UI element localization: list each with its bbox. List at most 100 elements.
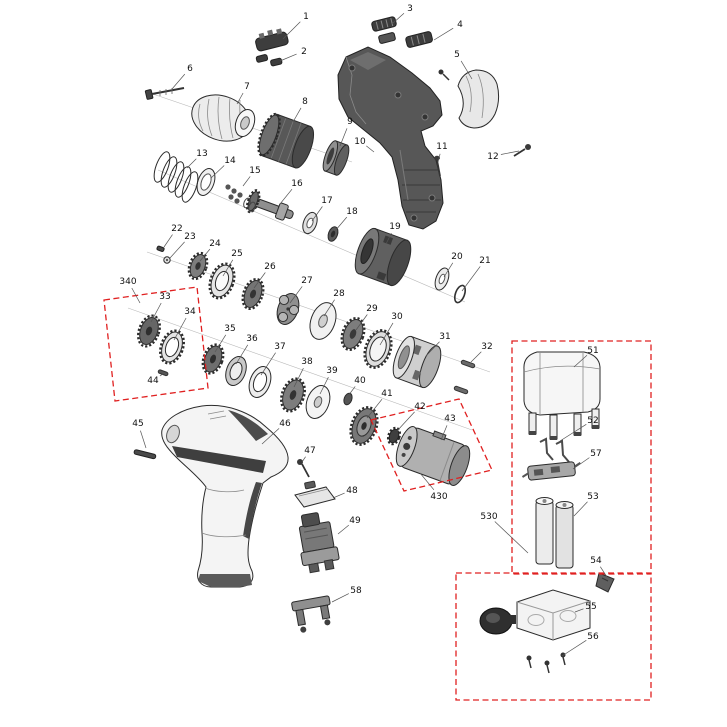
part-label-12: 12: [487, 152, 498, 162]
part-label-35: 35: [224, 324, 235, 334]
part-48-cover-plate: [294, 480, 336, 508]
leader-line-33: [150, 302, 162, 323]
leader-line-26: [253, 272, 266, 289]
highlight-box-gear-set-340: [103, 286, 209, 402]
part-label-32: 32: [481, 342, 492, 352]
leader-line-10: [366, 145, 375, 153]
leader-line-47: [301, 456, 306, 463]
part-15-bearing-balls: [225, 184, 256, 213]
leader-line-37: [260, 352, 276, 376]
part-label-20: 20: [451, 252, 463, 262]
part-8-ring-gear-drum: [257, 112, 315, 169]
part-label-430: 430: [430, 492, 447, 502]
leader-line-23: [169, 241, 185, 259]
leader-line-52: [559, 424, 587, 442]
part-label-53: 53: [587, 492, 598, 502]
leader-line-17: [311, 206, 323, 222]
part-29-gear: [340, 316, 366, 352]
part-label-46: 46: [279, 419, 291, 429]
part-label-18: 18: [346, 207, 358, 217]
part-label-47: 47: [304, 446, 315, 456]
part-37-ring: [248, 366, 272, 398]
highlight-box-motor-assembly-430: [370, 398, 493, 492]
part-56-screws: [526, 652, 566, 674]
leader-line-31: [425, 341, 440, 357]
leader-line-9: [339, 128, 348, 147]
part-label-26: 26: [264, 262, 276, 272]
part-25-ring-gear: [208, 262, 236, 300]
leader-line-53: [573, 501, 588, 517]
part-label-22: 22: [171, 224, 182, 234]
part-label-6: 6: [187, 64, 193, 74]
part-label-51: 51: [587, 346, 598, 356]
part-26-gear: [241, 277, 265, 311]
part-10-housing: [337, 46, 444, 230]
part-39-washer: [305, 385, 331, 419]
part-label-43: 43: [444, 414, 455, 424]
part-label-21: 21: [479, 256, 490, 266]
part-label-8: 8: [302, 97, 308, 107]
part-label-49: 49: [349, 516, 361, 526]
leader-line-38: [293, 368, 304, 388]
part-1-cap: [255, 28, 289, 52]
leader-line-30: [379, 322, 394, 346]
leader-line-34: [173, 317, 187, 341]
part-label-10: 10: [354, 137, 366, 147]
leader-line-4: [433, 27, 454, 41]
leader-line-6: [171, 73, 186, 90]
leader-line-42: [396, 411, 415, 432]
part-4-grille: [405, 31, 433, 48]
part-label-31: 31: [439, 332, 450, 342]
part-label-33: 33: [159, 292, 170, 302]
leader-line-49: [337, 524, 350, 535]
leader-line-25: [222, 259, 234, 277]
leader-line-36: [235, 344, 249, 365]
leader-line-48: [332, 492, 345, 499]
part-44-pin: [157, 369, 169, 377]
part-label-36: 36: [246, 334, 258, 344]
part-19-gearbox-housing: [354, 227, 412, 287]
part-3-grille: [371, 16, 397, 32]
leader-line-3: [391, 13, 405, 25]
part-label-57: 57: [590, 449, 601, 459]
leader-line-20: [443, 262, 454, 278]
part-label-44: 44: [147, 376, 159, 386]
part-label-29: 29: [366, 304, 378, 314]
part-label-4: 4: [457, 20, 463, 30]
part-6-screw: [144, 87, 185, 100]
part-label-25: 25: [231, 249, 242, 259]
part-28-washer: [309, 302, 337, 340]
leader-line-19: [385, 233, 392, 245]
part-label-34: 34: [184, 307, 196, 317]
part-31-clutch-sleeve: [392, 335, 442, 389]
part-30-ring-gear: [363, 329, 393, 369]
leader-line-54: [600, 566, 608, 578]
part-41-gear: [349, 406, 379, 446]
part-label-58: 58: [350, 586, 362, 596]
part-13-spring: [153, 151, 199, 203]
part-label-23: 23: [184, 232, 195, 242]
part-34-ring-gear: [159, 329, 185, 365]
part-57-cell-holder: [521, 461, 581, 481]
part-label-52: 52: [587, 416, 598, 426]
part-27-planet-carrier: [276, 293, 300, 325]
part-label-2: 2: [301, 47, 307, 57]
part-54-latch: [595, 572, 615, 593]
leader-line-35: [214, 334, 227, 353]
part-7-chuck: [191, 94, 256, 142]
leader-line-16: [279, 188, 293, 205]
highlight-boxes: [103, 286, 652, 701]
part-36-ring-gear: [225, 356, 247, 386]
part-20-washer: [434, 267, 450, 291]
part-label-9: 9: [347, 117, 353, 127]
part-label-56: 56: [587, 632, 599, 642]
part-16-spindle: [245, 189, 294, 221]
leader-line-8: [292, 107, 302, 123]
leader-line-5: [460, 60, 473, 80]
leader-line-27: [289, 286, 303, 304]
leader-line-39: [319, 377, 329, 395]
leader-line-11: [437, 153, 441, 163]
part-label-28: 28: [333, 289, 345, 299]
